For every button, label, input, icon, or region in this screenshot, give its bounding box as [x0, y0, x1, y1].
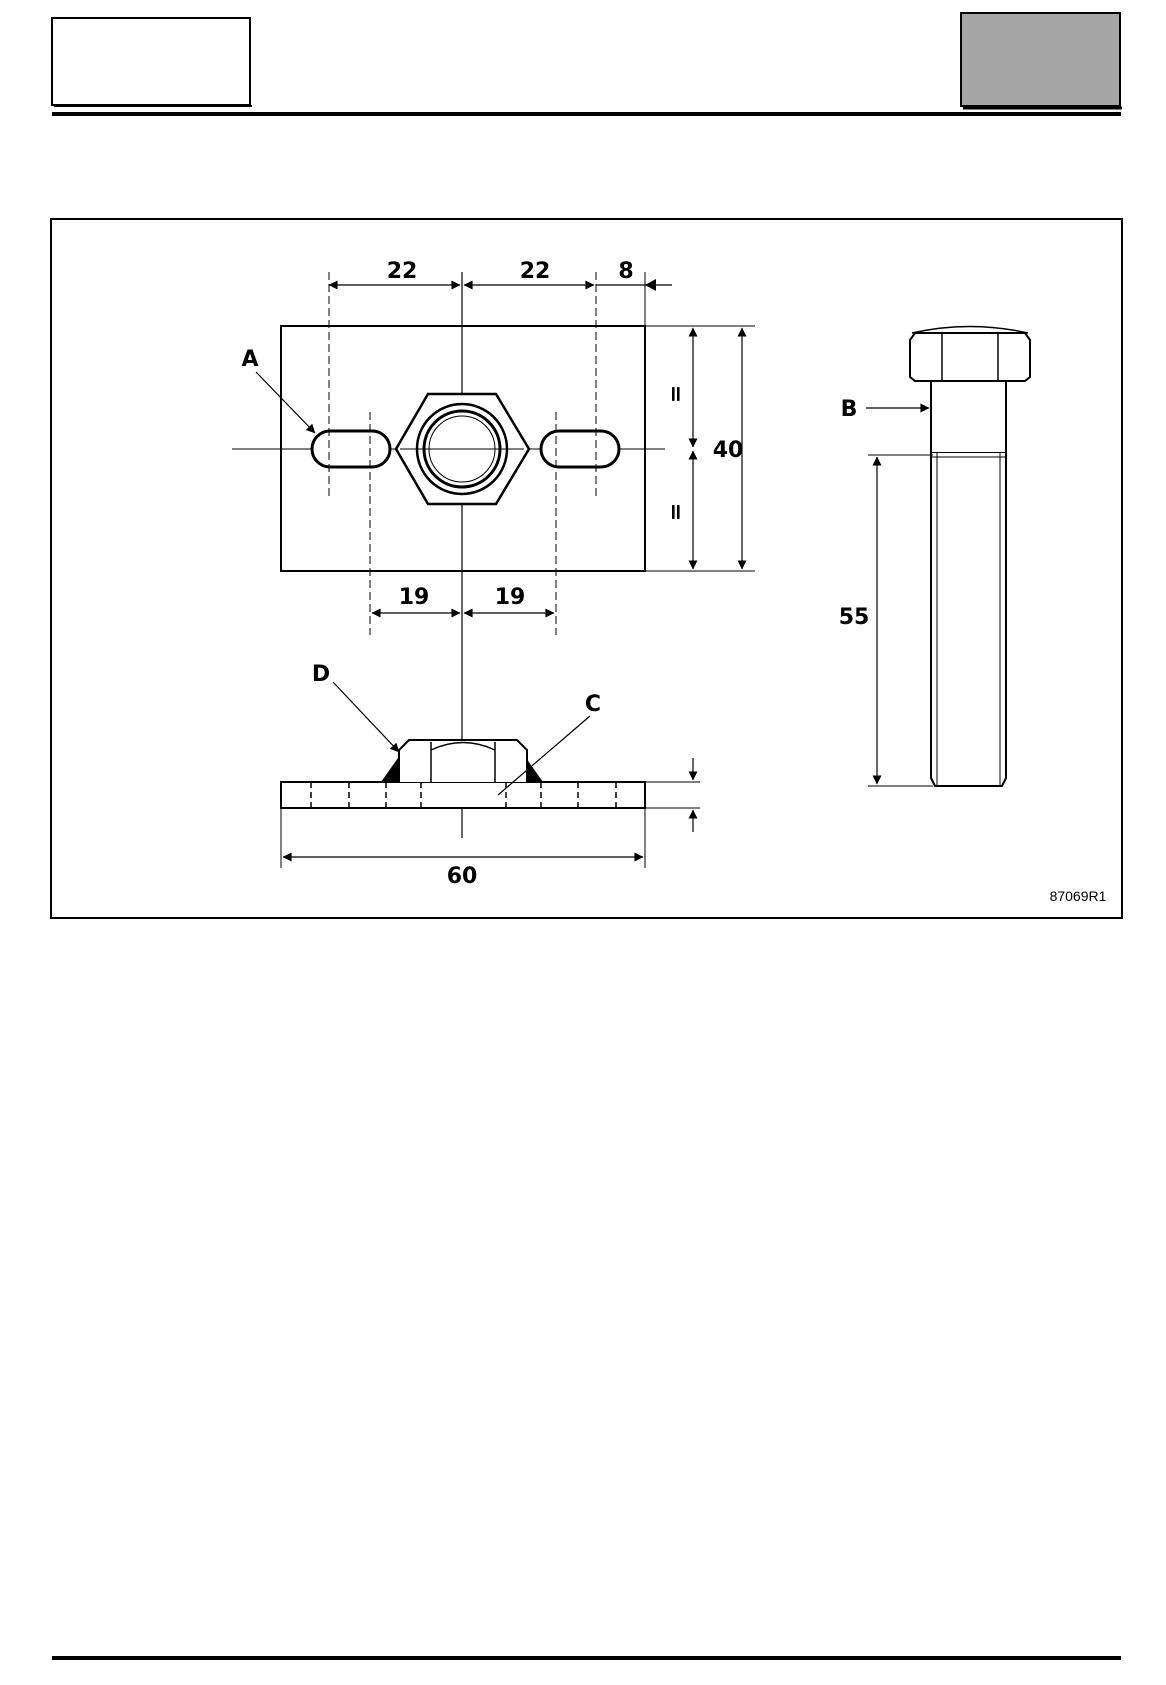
callout-a: A [241, 347, 258, 372]
header-left-box [51, 17, 251, 106]
dim-60: 60 [447, 864, 478, 889]
dim-19-left: 19 [399, 585, 430, 610]
slot-right [539, 429, 621, 469]
plate-side-view [280, 681, 700, 868]
page-header [51, 12, 1122, 116]
dim-equal-top: = [663, 385, 688, 403]
callout-b: B [841, 397, 858, 422]
callout-c: C [585, 692, 601, 717]
plate-top-view [232, 272, 755, 838]
figure-frame [50, 218, 1123, 919]
dim-equal-bottom: = [663, 503, 688, 521]
dim-8: 8 [618, 259, 633, 284]
callout-d: D [312, 662, 330, 687]
dim-19-right: 19 [495, 585, 526, 610]
bolt-side-view [866, 325, 1031, 787]
dim-22-right: 22 [520, 259, 551, 284]
header-right-box [960, 12, 1121, 107]
dim-22-left: 22 [387, 259, 418, 284]
dim-55: 55 [839, 605, 870, 630]
figure-reference: 87069R1 [1050, 888, 1107, 904]
dim-40: 40 [713, 438, 744, 463]
slot-left [310, 429, 392, 469]
